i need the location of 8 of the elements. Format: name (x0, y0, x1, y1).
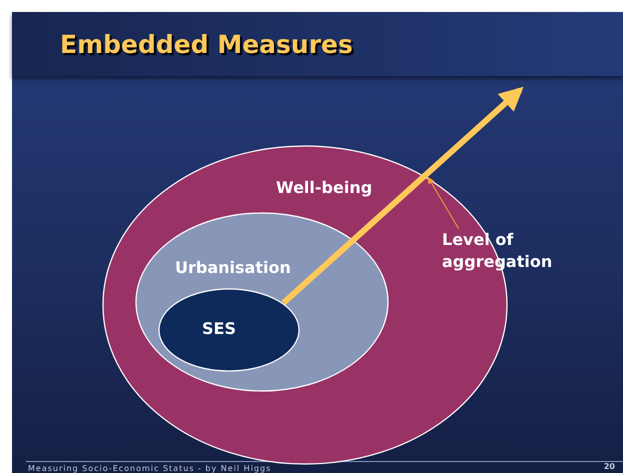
page-number: 20 (604, 462, 615, 471)
region-label: Well-being (276, 178, 372, 197)
region-label: SES (202, 319, 236, 338)
arrow (281, 86, 524, 306)
footer-text: Measuring Socio-Economic Status - by Neil Higgs (28, 464, 272, 473)
leader-line (428, 176, 460, 230)
slide-title: Embedded Measures (60, 30, 353, 59)
region-label: Urbanisation (175, 258, 291, 277)
